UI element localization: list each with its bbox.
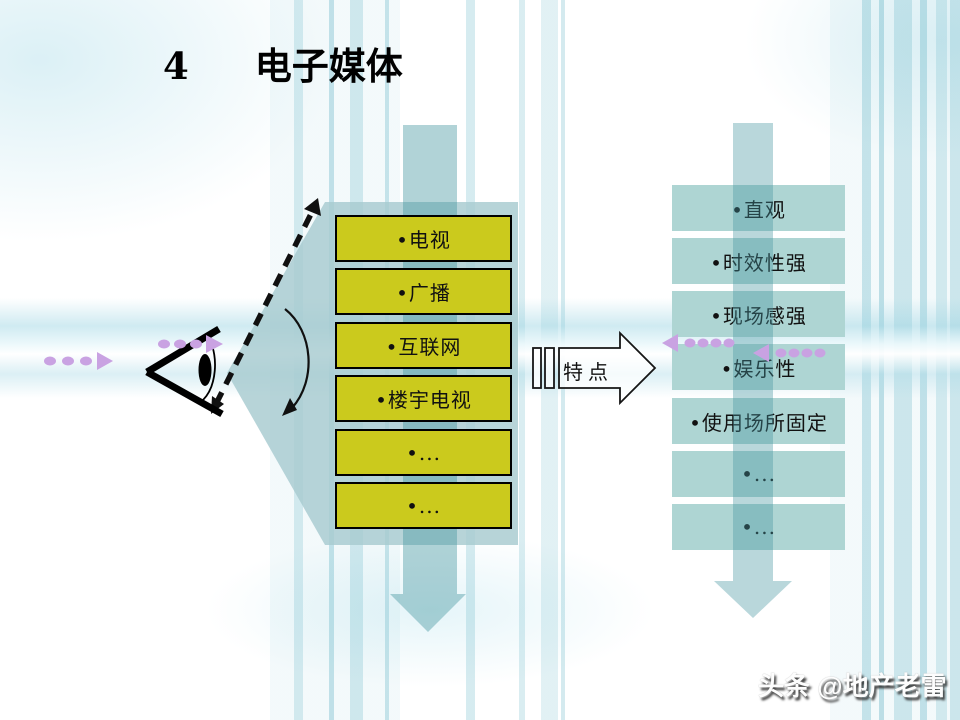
media-box-more-1: •...	[335, 429, 512, 476]
dotted-arrow-right-1-icon	[44, 352, 113, 370]
eye-icon	[145, 325, 224, 418]
media-box-label: •...	[406, 493, 441, 518]
media-box-internet: •互联网	[335, 322, 512, 369]
dashed-arrow-icon	[211, 198, 321, 414]
media-box-label: •广播	[396, 281, 451, 305]
feature-box-label: •现场感强	[710, 303, 807, 328]
feature-box-label: •直观	[731, 197, 786, 222]
feature-box-presence: •现场感强	[672, 291, 845, 337]
curved-arrow-icon	[282, 308, 310, 416]
title-number: 4	[163, 44, 189, 88]
page-title: 4 电子媒体	[163, 36, 403, 90]
media-box-tv: •电视	[335, 215, 512, 262]
media-box-more-2: •...	[335, 482, 512, 529]
media-box-label: •楼宇电视	[375, 388, 472, 412]
media-box-label: •...	[406, 440, 441, 465]
title-text: 电子媒体	[254, 44, 403, 88]
feature-box-label: •...	[741, 515, 776, 539]
feature-arrow-label: 特点	[563, 360, 613, 384]
feature-box-label: •使用场所固定	[689, 410, 828, 435]
watermark: 头条 @地产老雷	[758, 671, 947, 701]
media-box-label: •电视	[396, 228, 451, 252]
feature-box-more-2: •...	[672, 504, 845, 550]
feature-box-label: •时效性强	[710, 250, 807, 275]
media-box-label: •互联网	[385, 335, 462, 359]
media-box-building-tv: •楼宇电视	[335, 375, 512, 422]
feature-box-label: •...	[741, 462, 776, 486]
feature-box-entertainment: •娱乐性	[672, 344, 845, 390]
feature-box-intuitive: •直观	[672, 185, 845, 231]
dotted-arrow-right-2-icon	[158, 335, 223, 353]
media-box-radio: •广播	[335, 268, 512, 315]
feature-box-more-1: •...	[672, 451, 845, 497]
feature-box-label: •娱乐性	[720, 356, 797, 381]
feature-box-timeliness: •时效性强	[672, 238, 845, 284]
feature-box-fixed-place: •使用场所固定	[672, 398, 845, 444]
